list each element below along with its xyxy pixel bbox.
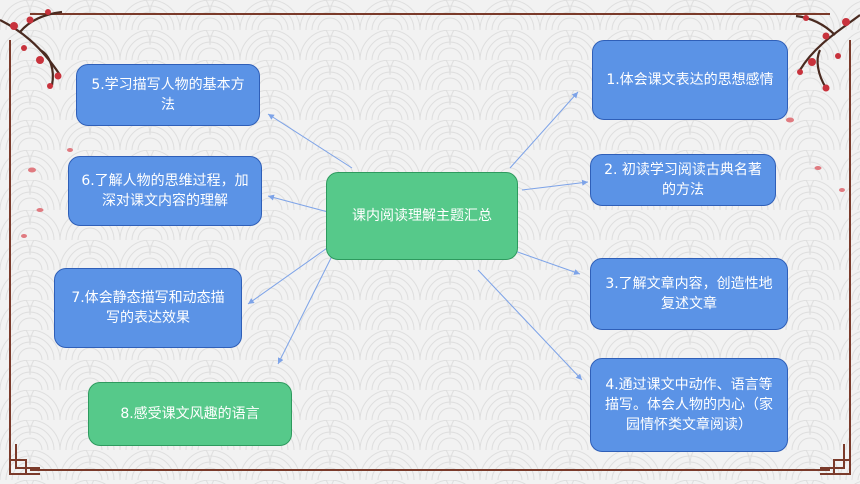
arrow-to-n2 [521, 179, 589, 191]
plum-blossom-left [0, 10, 63, 86]
topic-node-7-label: 7.体会静态描写和动态描写的表达效果 [71, 290, 225, 326]
topic-node-5: 5.学习描写人物的基本方法 [76, 64, 260, 126]
arrow-to-n3 [511, 249, 581, 275]
topic-node-8-label: 8.感受课文风趣的语言 [120, 406, 260, 422]
arrow-to-n5 [267, 113, 353, 169]
arrow-to-n7 [247, 245, 331, 305]
arrow-to-n4 [477, 269, 583, 381]
topic-node-1-label: 1.体会课文表达的思想感情 [606, 72, 774, 88]
arrow-to-n6 [267, 194, 329, 213]
topic-node-4-label: 4.通过课文中动作、语言等描写。体会人物的内心（家园情怀类文章阅读） [605, 377, 773, 433]
topic-node-2: 2. 初读学习阅读古典名著的方法 [590, 154, 776, 206]
topic-node-2-label: 2. 初读学习阅读古典名著的方法 [604, 162, 762, 198]
frame-border [9, 13, 851, 475]
topic-node-1: 1.体会课文表达的思想感情 [592, 40, 788, 120]
center-topic-label: 课内阅读理解主题汇总 [352, 208, 492, 224]
topic-node-5-label: 5.学习描写人物的基本方法 [91, 77, 245, 113]
center-topic-node: 课内阅读理解主题汇总 [326, 172, 518, 260]
topic-node-7: 7.体会静态描写和动态描写的表达效果 [54, 268, 242, 348]
topic-node-3-label: 3.了解文章内容，创造性地复述文章 [605, 276, 773, 312]
topic-node-3: 3.了解文章内容，创造性地复述文章 [590, 258, 788, 330]
topic-node-8: 8.感受课文风趣的语言 [88, 382, 292, 446]
topic-node-6: 6.了解人物的思维过程，加深对课文内容的理解 [68, 156, 262, 226]
topic-node-6-label: 6.了解人物的思维过程，加深对课文内容的理解 [81, 173, 249, 209]
arrow-to-n1 [509, 91, 579, 169]
arrow-to-n8 [277, 255, 333, 365]
topic-node-4: 4.通过课文中动作、语言等描写。体会人物的内心（家园情怀类文章阅读） [590, 358, 788, 452]
